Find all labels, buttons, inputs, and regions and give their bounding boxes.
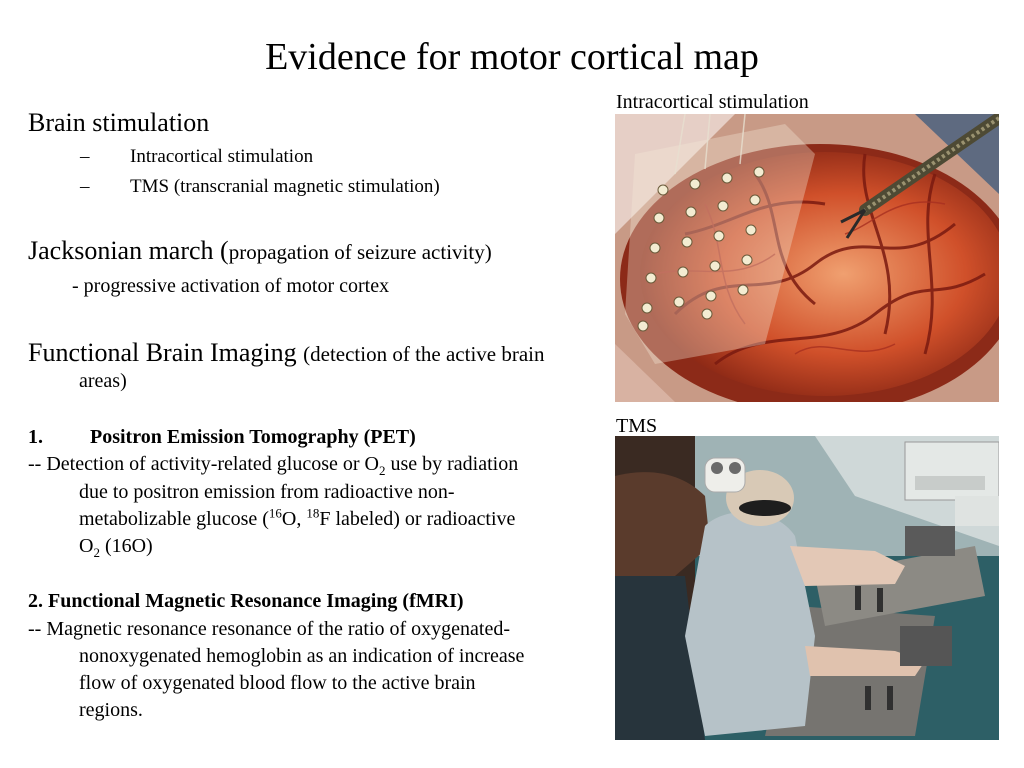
jacksonian-heading-text: Jacksonian march ( (28, 236, 229, 265)
tms-caption: TMS (616, 415, 658, 437)
pet-line-3: metabolizable glucose (16O, 18F labeled)… (79, 506, 515, 533)
pet-title: 1. Positron Emission Tomography (PET) (28, 424, 416, 451)
dash-marker: – (80, 146, 90, 167)
fmri-line-3: flow of oxygenated blood flow to the act… (79, 672, 476, 694)
intracortical-caption: Intracortical stimulation (616, 91, 809, 113)
list-item: – Intracortical stimulation (80, 146, 313, 168)
list-item-text: Intracortical stimulation (130, 146, 314, 167)
jacksonian-detail: - progressive activation of motor cortex (72, 275, 390, 297)
list-item: – TMS (transcranial magnetic stimulation) (80, 176, 440, 198)
pet-line-1-text: -- Detection of activity-related glucose… (28, 453, 379, 475)
pet-line-4-tail: (16O) (99, 535, 153, 557)
o2-subscript: 2 (378, 463, 386, 478)
f18-superscript: 18 (306, 505, 320, 521)
imaging-paren-cont: areas) (79, 370, 127, 392)
fmri-title: 2. Functional Magnetic Resonance Imaging… (28, 588, 464, 615)
tms-photo (615, 436, 999, 740)
slide-title: Evidence for motor cortical map (265, 36, 759, 78)
pet-line-3-mid: O, (281, 508, 307, 530)
imaging-heading-text: Functional Brain Imaging (28, 338, 304, 367)
fmri-line-4: regions. (79, 699, 143, 721)
functional-imaging-heading: Functional Brain Imaging (detection of t… (28, 338, 545, 369)
o2-subscript: 2 (93, 545, 100, 560)
pet-number: 1. (28, 426, 43, 448)
imaging-paren: (detection of the active brain (303, 342, 545, 366)
pet-line-1-tail: use by radiation (385, 453, 519, 475)
fmri-title-text: 2. Functional Magnetic Resonance Imaging… (28, 590, 464, 612)
pet-line-4-text: O (79, 535, 94, 557)
pet-line-3-text: metabolizable glucose ( (79, 508, 269, 530)
intracortical-stimulation-photo (615, 114, 999, 402)
pet-line-2: due to positron emission from radioactiv… (79, 481, 455, 503)
list-item-text: TMS (transcranial magnetic stimulation) (130, 176, 440, 197)
dash-marker: – (80, 176, 90, 197)
jacksonian-march-heading: Jacksonian march (propagation of seizure… (28, 236, 492, 267)
pet-line-1: -- Detection of activity-related glucose… (28, 451, 518, 478)
brain-stimulation-heading: Brain stimulation (28, 108, 210, 137)
pet-title-text: Positron Emission Tomography (PET) (90, 426, 416, 448)
o16-superscript: 16 (268, 505, 282, 521)
fmri-line-1: -- Magnetic resonance resonance of the r… (28, 618, 511, 640)
fmri-line-2: nonoxygenated hemoglobin as an indicatio… (79, 645, 525, 667)
pet-line-4: O2 (16O) (79, 533, 153, 560)
jacksonian-paren: propagation of seizure activity) (228, 240, 492, 264)
pet-line-3-tail: F labeled) or radioactive (319, 508, 516, 530)
